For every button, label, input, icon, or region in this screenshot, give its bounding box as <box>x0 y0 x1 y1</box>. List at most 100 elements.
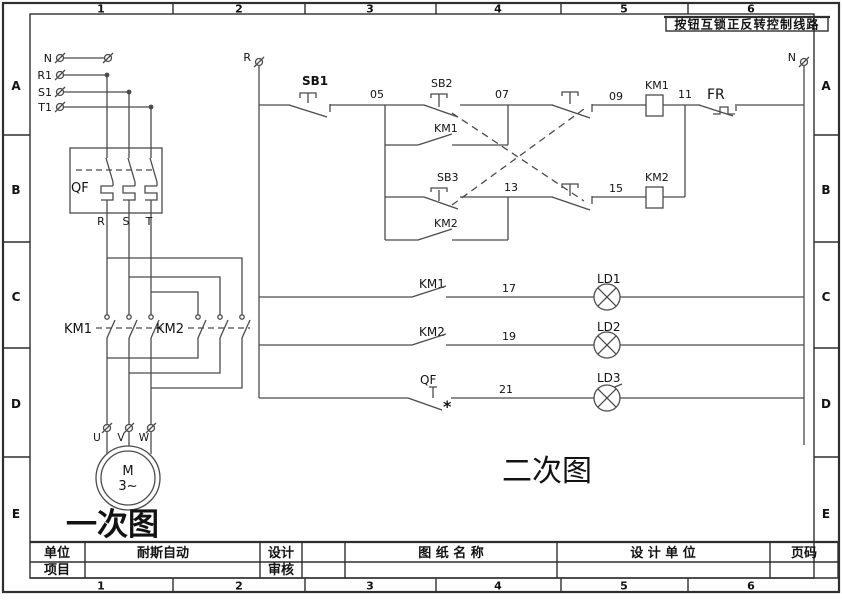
titleblock-design-unit-label: 设 计 单 位 <box>630 545 696 561</box>
reversing-feed-wires <box>107 257 243 317</box>
grid-col-bottom-3: 3 <box>366 580 374 593</box>
sb3-label: SB3 <box>437 171 459 184</box>
grid-col-bottom-5: 5 <box>620 580 628 593</box>
grid-col-bottom-2: 2 <box>235 580 243 593</box>
doc-title: 按钮互锁正反转控制线路 <box>674 17 819 32</box>
motor-terminal-u: U <box>93 432 101 444</box>
motor-terminal-v: V <box>117 432 125 444</box>
mechanical-interlock-links <box>451 108 585 206</box>
motor-feed-wires <box>106 338 243 424</box>
sb2-nc-interlock-contact <box>551 183 593 211</box>
phase-t-label: T <box>145 215 153 228</box>
control-buses: R N <box>243 51 810 445</box>
secondary-circuit: R N SB1 05 SB2 07 09 KM1 11 <box>243 51 810 489</box>
km1-coil-label: KM1 <box>645 79 669 92</box>
lamp-row-ld2: KM2 19 LD2 <box>259 320 804 359</box>
km1-power-label: KM1 <box>64 322 92 337</box>
phase-r-label: R <box>97 215 105 228</box>
qf-breaker-label: QF <box>71 181 89 196</box>
grid-row-right-c: C <box>822 290 831 304</box>
wire-17: 17 <box>502 282 516 295</box>
ld1-label: LD1 <box>597 272 621 286</box>
grid-col-top-4: 4 <box>494 3 502 16</box>
ld2-label: LD2 <box>597 320 621 334</box>
grid-row-left-b: B <box>11 183 20 197</box>
lamp-row-ld1: KM1 17 LD1 <box>259 272 804 311</box>
km1-lamp-contact-label: KM1 <box>419 277 445 291</box>
grid-col-bottom-4: 4 <box>494 580 502 593</box>
titleblock-unit-value: 耐斯自动 <box>137 545 189 561</box>
sb1-stop-button: SB1 <box>288 74 331 118</box>
grid-col-bottom-1: 1 <box>97 580 105 593</box>
grid-col-top-1: 1 <box>97 3 105 16</box>
grid-row-right-d: D <box>821 397 831 411</box>
km2-aux-contact: KM2 <box>385 217 508 241</box>
grid-row-right-b: B <box>821 183 830 197</box>
motor-m-label: M <box>122 464 133 479</box>
qf-aux-contact-label: QF <box>420 373 436 387</box>
titleblock-project-label: 项目 <box>44 563 70 578</box>
grid-row-left-d: D <box>11 397 21 411</box>
wire-09: 09 <box>609 90 623 103</box>
km1-aux-label: KM1 <box>434 122 458 135</box>
titleblock-drawing-name-label: 图 纸 名 称 <box>418 545 484 561</box>
grid-col-bottom-6: 6 <box>747 580 755 593</box>
titleblock-unit-label: 单位 <box>44 545 70 561</box>
km1-coil: KM1 <box>645 79 669 117</box>
titleblock-review-label: 审核 <box>268 562 294 578</box>
qf-breaker: QF R S T <box>69 147 163 318</box>
grid-row-left-a: A <box>11 79 21 93</box>
fr-label: FR <box>707 87 725 103</box>
supply-terminals: N R1 S1 T1 <box>37 52 154 158</box>
primary-circuit: N R1 S1 T1 QF R S <box>37 52 251 543</box>
km2-aux-label: KM2 <box>434 217 458 230</box>
km1-aux-contact: KM1 <box>385 122 508 146</box>
titleblock-page-label: 页码 <box>791 546 817 561</box>
bus-r-label: R <box>243 51 251 64</box>
wire-07: 07 <box>495 88 509 101</box>
grid-coordinates: 1 2 3 4 5 6 1 2 3 4 5 6 A B C D E A B C … <box>11 3 831 593</box>
terminal-r1-label: R1 <box>37 69 52 82</box>
wire-11: 11 <box>678 88 692 101</box>
grid-row-right-a: A <box>821 79 831 93</box>
km1-power-contacts: KM1 <box>64 314 162 339</box>
primary-caption: 一次图 <box>66 507 159 543</box>
sb2-forward-button: SB2 <box>423 77 459 118</box>
fr-overload-contact: FR <box>698 87 737 117</box>
grid-col-top-3: 3 <box>366 3 374 16</box>
terminal-n-label: N <box>44 52 52 65</box>
terminal-s1-label: S1 <box>38 86 52 99</box>
phase-s-label: S <box>123 215 130 228</box>
grid-col-top-6: 6 <box>747 3 755 16</box>
km2-power-label: KM2 <box>156 322 184 337</box>
wire-13: 13 <box>504 181 518 194</box>
qf-aux-star: * <box>443 397 452 416</box>
wire-15: 15 <box>609 182 623 195</box>
control-row-1-wires <box>259 104 804 240</box>
control-row-2-wires <box>385 196 685 240</box>
wire-21: 21 <box>499 383 513 396</box>
wire-05: 05 <box>370 88 384 101</box>
motor-terminal-w: W <box>139 432 150 444</box>
terminal-t1-label: T1 <box>37 101 52 114</box>
secondary-caption: 二次图 <box>502 454 592 489</box>
motor-type-label: 3~ <box>118 479 137 494</box>
sb2-label: SB2 <box>431 77 453 90</box>
sb1-label: SB1 <box>302 74 328 88</box>
wire-19: 19 <box>502 330 516 343</box>
sb3-nc-interlock-contact <box>551 91 593 119</box>
sb3-reverse-button: SB3 <box>423 171 459 210</box>
grid-col-top-2: 2 <box>235 3 243 16</box>
bus-n-label: N <box>788 51 796 64</box>
grid-row-right-e: E <box>822 507 830 521</box>
doc-title-box: 按钮互锁正反转控制线路 <box>664 15 830 32</box>
km2-coil-label: KM2 <box>645 171 669 184</box>
titleblock-design-label: 设计 <box>268 545 294 561</box>
grid-row-left-e: E <box>12 507 20 521</box>
km2-coil: KM2 <box>645 171 669 209</box>
km2-lamp-contact-label: KM2 <box>419 325 445 339</box>
motor-symbol: U V W M 3~ <box>93 422 161 511</box>
grid-col-top-5: 5 <box>620 3 628 16</box>
